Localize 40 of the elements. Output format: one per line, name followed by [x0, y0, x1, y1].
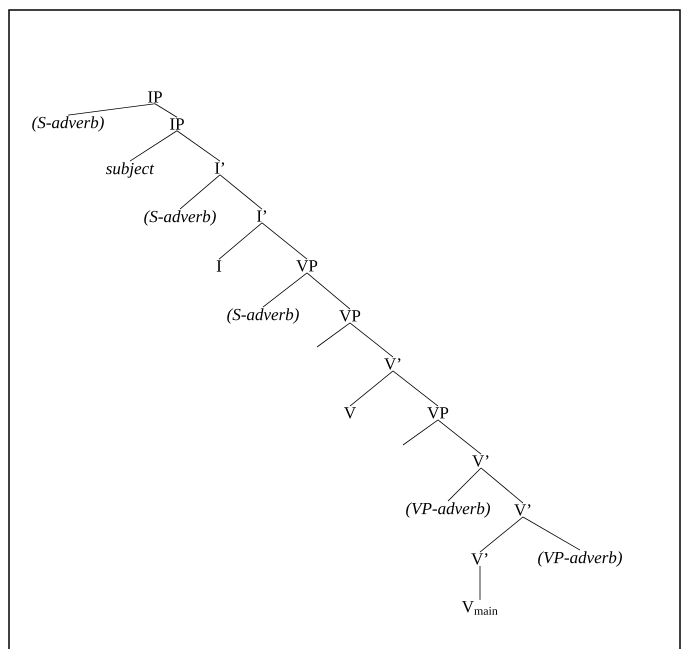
- tree-branch: [480, 516, 524, 552]
- tree-label: V’: [471, 553, 488, 565]
- tree-branch: [262, 222, 308, 260]
- tree-branch: [220, 174, 262, 210]
- tree-label: V’: [514, 504, 530, 516]
- tree-branch: [522, 516, 580, 550]
- tree-label: V’: [472, 455, 488, 467]
- tree-branch: [448, 468, 482, 502]
- tree-label: (S-adverb): [32, 116, 104, 132]
- tree-label: IP: [170, 118, 184, 130]
- tree-branch: [176, 130, 220, 162]
- tree-label: V’: [384, 358, 400, 370]
- tree-label: (S-adverb): [144, 210, 216, 226]
- tree-branch: [68, 103, 156, 116]
- tree-label: I’: [256, 210, 266, 222]
- tree-branch: [438, 420, 482, 454]
- tree-branch: [350, 322, 394, 358]
- tree-label: IP: [148, 91, 162, 103]
- tree-branch: [402, 420, 438, 446]
- tree-branch: [392, 370, 438, 406]
- tree-branch: [480, 468, 524, 504]
- tree-label: V: [344, 407, 356, 419]
- tree-label: VP: [296, 260, 318, 272]
- tree-branch: [154, 103, 178, 118]
- tree-label: (VP-adverb): [538, 551, 622, 567]
- tree-label: VP: [339, 310, 360, 322]
- tree-branch: [218, 222, 262, 260]
- tree-branch: [262, 272, 308, 308]
- tree-branch: [350, 370, 394, 406]
- tree-label: V$_{main}$: [462, 601, 498, 615]
- tree-label: subject: [106, 162, 154, 178]
- tree-label: (VP-adverb): [406, 502, 490, 518]
- tree-label: I: [216, 260, 222, 272]
- tree-label: VP: [427, 407, 448, 419]
- tree-label: I’: [214, 162, 224, 174]
- tree-branch: [180, 174, 220, 210]
- tree-branch: [316, 322, 350, 348]
- tree-branch: [306, 272, 350, 310]
- tree-label: (S-adverb): [227, 308, 299, 324]
- tree-branch: [130, 130, 178, 162]
